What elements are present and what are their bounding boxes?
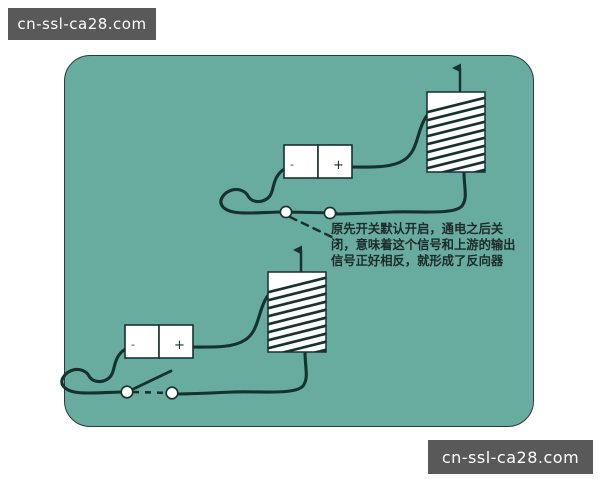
annotation-line-2: 闭，意味着这个信号和上游的输出 [331,238,516,252]
annotation-line-1: 原先开关默认开启，通电之后关 [331,222,504,236]
annotation-text: 原先开关默认开启，通电之后关 闭，意味着这个信号和上游的输出 信号正好相反，就形… [331,221,517,269]
annotation-line-3: 信号正好相反，就形成了反向器 [331,254,504,268]
watermark-top-left: cn-ssl-ca28.com [8,8,156,40]
watermark-bottom-right: cn-ssl-ca28.com [428,440,593,474]
